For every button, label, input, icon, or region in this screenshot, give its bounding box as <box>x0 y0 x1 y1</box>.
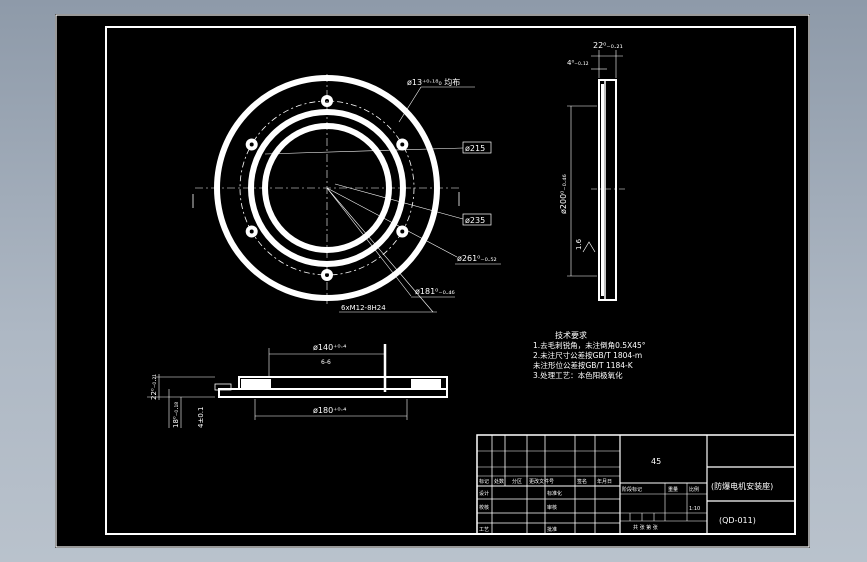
label-roughness: 1.6 <box>575 238 583 250</box>
label-d140: ø140⁺⁰·⁴ <box>313 343 346 352</box>
label-d181: ø181⁰₋₀.₄₆ <box>415 287 455 296</box>
hatch-left <box>241 379 271 388</box>
leader-d261 <box>326 187 458 258</box>
tb-cell: 年月日 <box>597 478 612 485</box>
label-h4: 4±0.1 <box>197 407 205 428</box>
label-holes: ø13⁺⁰·¹⁸₀ 均布 <box>407 77 460 87</box>
label-d261: ø261⁰₋₀.₅₂ <box>457 254 497 263</box>
drawing-sheet: ø13⁺⁰·¹⁸₀ 均布 ø215 ø235 ø261⁰₋₀.₅₂ ø181⁰₋… <box>55 14 810 548</box>
title-block-text: 45 (防爆电机安装座) (QD-011) 1:10 标记 处数 分区 更改文件… <box>479 457 773 533</box>
tb-cell: 工艺 <box>479 527 489 533</box>
section-body-lower <box>218 388 448 398</box>
tb-cell: 审核 <box>547 504 557 511</box>
leader-d235 <box>334 183 464 220</box>
title-block <box>476 434 796 535</box>
bolt-hole-center <box>399 141 406 148</box>
bolt-hole-center <box>248 141 255 148</box>
tb-cell: 校核 <box>479 504 489 511</box>
drawing-number: (QD-011) <box>719 516 756 525</box>
tb-cell: 标准化 <box>547 490 562 497</box>
tb-scale-header: 比例 <box>689 486 699 493</box>
leader-thread <box>326 187 434 313</box>
tb-sheet-info: 共 张 第 张 <box>633 524 658 531</box>
bolt-hole-center <box>248 228 255 235</box>
side-view <box>567 50 627 301</box>
label-width: 22⁰₋₀.₂₁ <box>593 41 623 50</box>
label-section: 6-6 <box>321 359 331 366</box>
notes-title: 技术要求 <box>555 330 587 340</box>
part-name: (防爆电机安装座) <box>711 481 773 491</box>
section-view <box>147 344 448 428</box>
label-thread: 6xM12-8H24 <box>341 304 386 312</box>
label-step: 4⁰₋₀.₁₂ <box>567 59 589 67</box>
hatch-right <box>411 379 441 388</box>
tb-cell: 分区 <box>512 478 522 485</box>
label-d215: ø215 <box>465 144 485 153</box>
label-h22: 22⁰₋₀.₂₁ <box>150 374 158 400</box>
notes-line-2: 2.未注尺寸公差按GB/T 1804-m <box>533 350 642 360</box>
tb-cell: 标记 <box>479 478 489 485</box>
tb-cell: 更改文件号 <box>529 478 554 485</box>
notes-line-3: 未注形位公差按GB/T 1184-K <box>533 360 634 370</box>
notes-line-1: 1.去毛刺锐角，未注倒角0.5X45° <box>533 340 646 350</box>
leader-d181 <box>326 187 412 297</box>
inner-border <box>105 26 796 535</box>
technical-notes: 技术要求 1.去毛刺锐角，未注倒角0.5X45° 2.未注尺寸公差按GB/T 1… <box>533 330 646 380</box>
box-d215 <box>462 141 492 154</box>
label-d235: ø235 <box>465 216 485 225</box>
bolt-holes <box>245 95 409 281</box>
box-d235 <box>462 213 492 226</box>
tb-cell: 签名 <box>577 478 587 485</box>
outer-border <box>55 14 810 548</box>
tb-stage: 阶段标记 <box>622 486 642 493</box>
leader-d215 <box>264 147 464 155</box>
tb-cell: 处数 <box>494 478 504 485</box>
roughness-symbol <box>582 241 596 253</box>
scale: 1:10 <box>689 506 700 512</box>
cad-drawing: ø13⁺⁰·¹⁸₀ 均布 ø215 ø235 ø261⁰₋₀.₅₂ ø181⁰₋… <box>55 14 810 548</box>
side-outline <box>598 79 617 301</box>
label-h18: 18⁰₋₀.₁₈ <box>172 402 180 428</box>
leader-holes <box>398 86 422 123</box>
bolt-hole-center <box>399 228 406 235</box>
label-d200: ø200⁰₋₀.₄₆ <box>559 174 568 214</box>
notes-line-4: 3.处理工艺：本色阳极氧化 <box>533 370 623 380</box>
material: 45 <box>651 457 661 466</box>
tb-cell: 设计 <box>479 490 489 497</box>
front-view <box>192 74 501 313</box>
tb-weight: 重量 <box>668 486 678 493</box>
tb-cell: 批准 <box>547 526 557 533</box>
label-d180: ø180⁺⁰·⁴ <box>313 406 346 415</box>
